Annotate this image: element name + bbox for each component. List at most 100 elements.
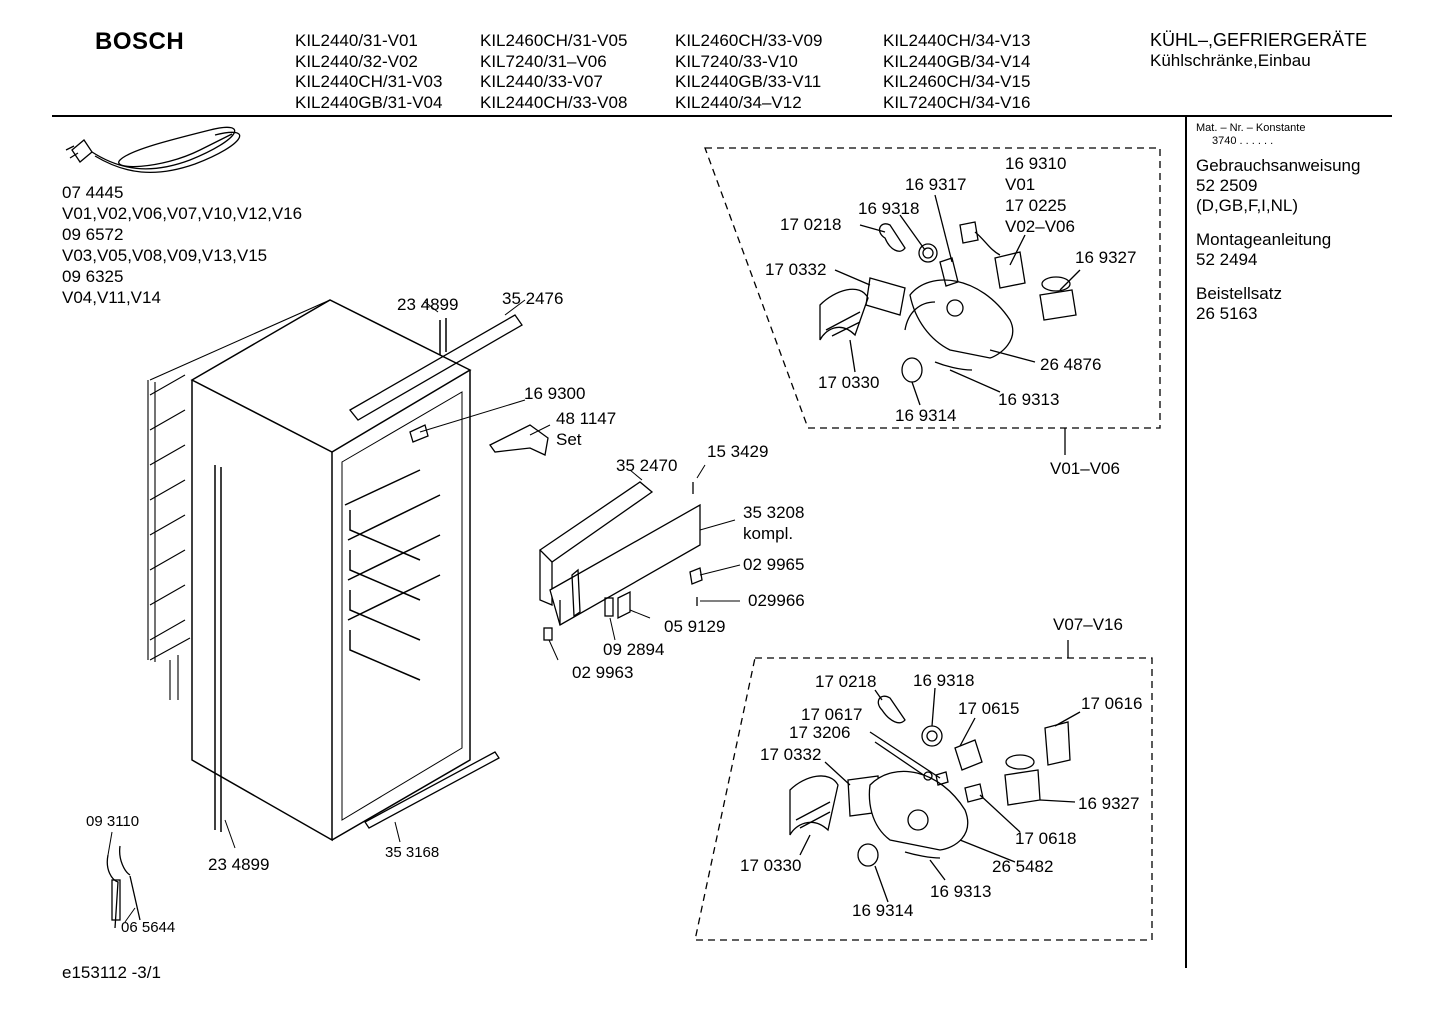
doc-accessory-kit: Beistellsatz 26 5163	[1196, 284, 1360, 324]
model-label: KIL2440/34–V12	[675, 92, 802, 112]
part-number: 07 4445	[62, 183, 124, 202]
category-block: KÜHL–,GEFRIERGERÄTE Kühlschränke,Einbau	[1150, 30, 1367, 71]
part-number: 09 6572	[62, 225, 124, 244]
part-label-265482: 26 5482	[992, 857, 1054, 876]
part-label-029963: 02 9963	[572, 663, 634, 682]
part-label-169313: 16 9313	[998, 390, 1060, 409]
part-label-kompl: kompl.	[743, 524, 794, 543]
part-label-153429: 15 3429	[707, 442, 769, 461]
part-label-065644: 06 5644	[121, 919, 176, 936]
part-label-170332: 17 0332	[765, 260, 827, 279]
variant-list: V04,V11,V14	[62, 288, 161, 307]
model-column-1: KIL2440/31-V01 KIL2440/32-V02 KIL2440CH/…	[295, 31, 442, 113]
doc-title: Montageanleitung	[1196, 230, 1332, 249]
part-label-173206: 17 3206	[789, 723, 851, 742]
part-label-093110: 09 3110	[86, 813, 140, 830]
drawing-code: e153112 -3/1	[62, 963, 161, 982]
model-label: KIL2460CH/34-V15	[883, 72, 1031, 91]
lamp-assembly-box-v01-v06	[704, 147, 1161, 455]
model-label: KIL2460CH/33-V09	[675, 31, 823, 50]
category-line: KÜHL–,GEFRIERGERÄTE	[1150, 30, 1368, 50]
part-label-170616: 17 0616	[1081, 694, 1143, 713]
power-cord-part-list: 07 4445 V01,V02,V06,V07,V10,V12,V16 09 6…	[62, 182, 302, 308]
part-label-353168: 35 3168	[385, 844, 440, 861]
part-label-170218: 17 0218	[780, 215, 842, 234]
category-line: Kühlschränke,Einbau	[1150, 50, 1311, 70]
lamp-assembly-box-v07-v16	[694, 640, 1153, 941]
part-label-169318: 16 9318	[858, 199, 920, 218]
clip-icon	[409, 424, 429, 443]
part-label-029965: 02 9965	[743, 555, 805, 574]
thermostat-sensor-icon	[106, 845, 141, 929]
bottom-rail-icon	[364, 751, 500, 829]
part-label-169327: 16 9327	[1078, 794, 1140, 813]
part-label-169318: 16 9318	[913, 671, 975, 690]
model-column-3: KIL2460CH/33-V09 KIL7240/33-V10 KIL2440G…	[675, 31, 822, 113]
doc-number: 52 2494	[1196, 250, 1258, 269]
documents-sidebar: Mat. – Nr. – Konstante 3740 . . . . . . …	[1196, 122, 1360, 338]
part-label-170618: 17 0618	[1015, 829, 1077, 848]
model-label: KIL2440CH/31-V03	[295, 72, 443, 91]
model-label: KIL2440GB/31-V04	[295, 92, 443, 112]
freezer-door-icon	[538, 481, 703, 641]
variant-label-v01: V01	[1005, 175, 1036, 194]
doc-instructions: Gebrauchsanweisung 52 2509 (D,GB,F,I,NL)	[1196, 156, 1360, 216]
model-label: KIL2440CH/34-V13	[883, 31, 1031, 50]
model-label: KIL7240/31–V06	[480, 51, 607, 71]
part-label-170617: 17 0617	[801, 705, 863, 724]
part-label-169314: 16 9314	[852, 901, 914, 920]
part-label-234899-bottom: 23 4899	[208, 855, 270, 874]
range-label-v01-v06: V01–V06	[1050, 459, 1120, 478]
part-label-352476: 35 2476	[502, 289, 564, 308]
model-label: KIL2440/31-V01	[295, 31, 418, 50]
material-number-label: Mat. – Nr. – Konstante	[1196, 122, 1306, 134]
part-label-481147: 48 1147	[556, 409, 617, 428]
material-number-value: 3740 . . . . . .	[1212, 135, 1274, 147]
part-label-234899: 23 4899	[397, 295, 459, 314]
model-label: KIL7240CH/34-V16	[883, 92, 1031, 112]
part-label-170330: 17 0330	[740, 856, 802, 875]
part-label-170225: 17 0225	[1005, 196, 1067, 215]
bracket-icon	[489, 424, 549, 456]
brand-logo: BOSCH	[95, 28, 185, 55]
doc-title: Beistellsatz	[1196, 284, 1282, 303]
variant-list: V03,V05,V08,V09,V13,V15	[62, 246, 268, 265]
part-label-169327: 16 9327	[1075, 248, 1137, 267]
cabinet-body	[190, 299, 472, 842]
doc-installation: Montageanleitung 52 2494	[1196, 230, 1360, 270]
power-cord-icon	[65, 126, 241, 173]
top-rail-icon	[349, 314, 523, 421]
part-label-169314: 16 9314	[895, 406, 957, 425]
model-label: KIL2440CH/33-V08	[480, 92, 628, 112]
part-label-170332: 17 0332	[760, 745, 822, 764]
part-label-170330: 17 0330	[818, 373, 880, 392]
part-label-set: Set	[556, 430, 582, 449]
model-column-4: KIL2440CH/34-V13 KIL2440GB/34-V14 KIL246…	[883, 31, 1030, 113]
variant-list: V01,V02,V06,V07,V10,V12,V16	[62, 204, 303, 223]
variant-label-v02-v06: V02–V06	[1005, 217, 1075, 236]
doc-number: 26 5163	[1196, 304, 1258, 323]
part-label-169317: 16 9317	[905, 175, 967, 194]
model-column-2: KIL2460CH/31-V05 KIL7240/31–V06 KIL2440/…	[480, 31, 627, 113]
model-label: KIL2440/32-V02	[295, 51, 418, 71]
part-label-169300: 16 9300	[524, 384, 586, 403]
part-label-059129: 05 9129	[664, 617, 726, 636]
condenser-coil-icon	[147, 299, 331, 700]
doc-note: (D,GB,F,I,NL)	[1196, 196, 1299, 215]
doc-number: 52 2509	[1196, 176, 1258, 195]
doc-title: Gebrauchsanweisung	[1196, 156, 1361, 175]
part-label-170615: 17 0615	[958, 699, 1020, 718]
part-label-170218: 17 0218	[815, 672, 877, 691]
model-label: KIL2440GB/33-V11	[675, 72, 822, 91]
part-label-353208: 35 3208	[743, 503, 805, 522]
part-number: 09 6325	[62, 267, 124, 286]
range-label-v07-v16: V07–V16	[1053, 615, 1123, 634]
part-label-264876: 26 4876	[1040, 355, 1102, 374]
model-label: KIL7240/33-V10	[675, 51, 798, 71]
model-label: KIL2440/33-V07	[480, 72, 603, 91]
part-label-092894: 09 2894	[603, 640, 665, 659]
model-label: KIL2460CH/31-V05	[480, 31, 628, 50]
part-label-029966: 029966	[748, 591, 805, 610]
model-label: KIL2440GB/34-V14	[883, 51, 1031, 71]
